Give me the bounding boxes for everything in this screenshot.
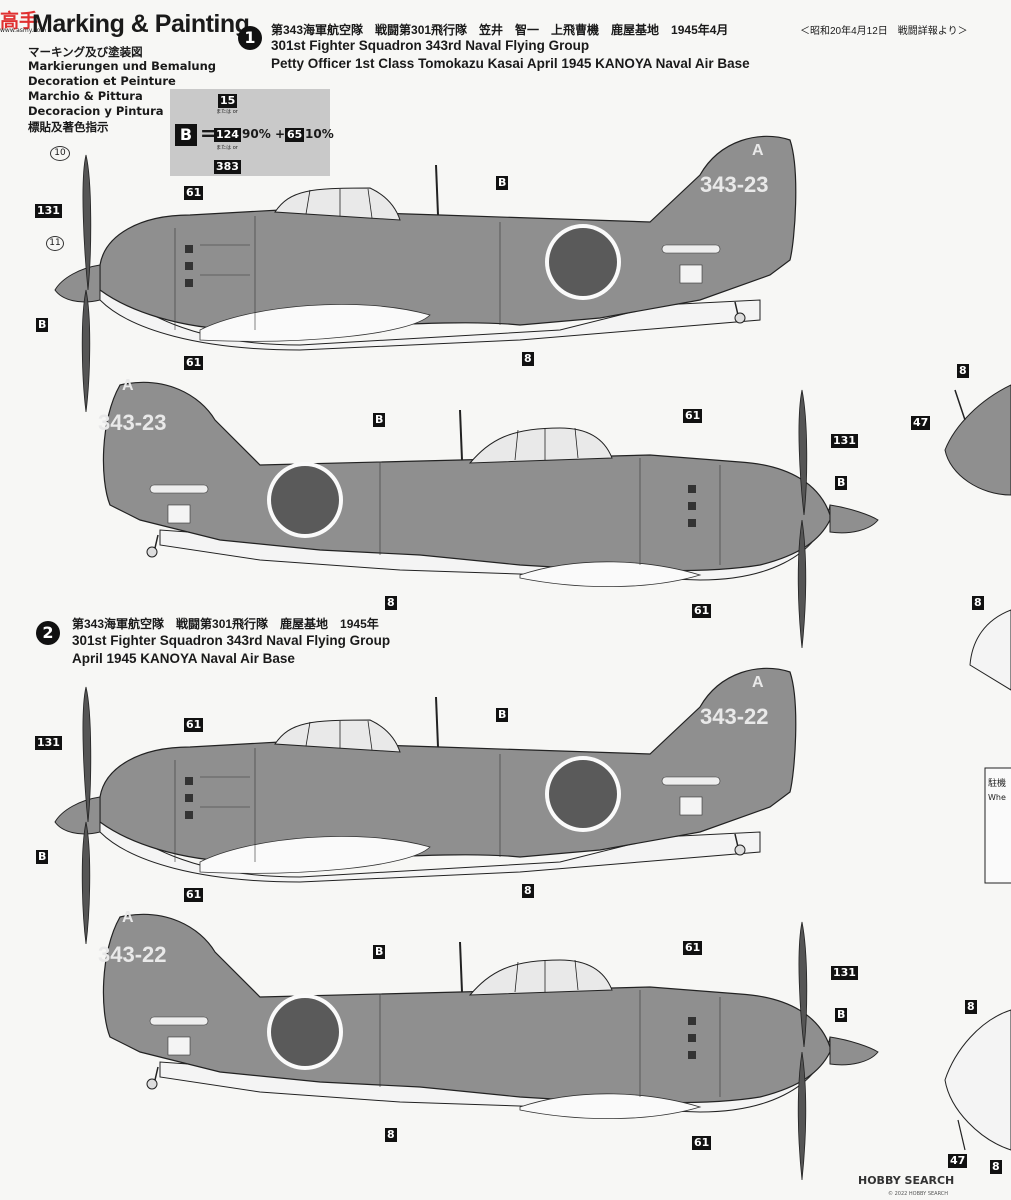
subtitle-fr: Decoration et Peinture xyxy=(28,74,176,88)
side-label-8d: 8 xyxy=(990,1160,1002,1174)
tail-letter-1a: A xyxy=(752,142,764,159)
callout-61-right-bottom-s2: 61 xyxy=(692,1136,712,1150)
or-label-top: または or xyxy=(216,109,238,115)
callout-8: 8 xyxy=(522,352,534,366)
callout-8-right-s2: 8 xyxy=(385,1128,397,1142)
tail-code-2b: 343-22 xyxy=(98,942,167,967)
section-2-badge: 2 xyxy=(36,621,60,645)
callout-b-right: B xyxy=(373,413,386,427)
side-box-text-2: Whe xyxy=(988,793,1006,802)
section-1-title-en1: 301st Fighter Squadron 343rd Naval Flyin… xyxy=(271,38,590,53)
callout-131-right-s2: 131 xyxy=(831,966,858,980)
side-label-8c: 8 xyxy=(965,1000,977,1014)
subtitle-de: Markierungen und Bemalung xyxy=(28,59,216,73)
equals-sign: = xyxy=(200,121,217,145)
side-view-box xyxy=(984,767,1011,884)
callout-11: 11 xyxy=(46,236,64,251)
watermark: HOBBY SEARCH xyxy=(858,1174,955,1187)
callout-b-right-s2: B xyxy=(373,945,386,959)
tail-code-1a: 343-23 xyxy=(700,172,769,197)
side-view-gear-1 xyxy=(969,609,1011,691)
tail-letter-1b: A xyxy=(122,377,134,394)
callout-131-right: 131 xyxy=(831,434,858,448)
color-124: 124 xyxy=(214,128,241,142)
callout-b-nose-right-s2: B xyxy=(835,1008,848,1022)
callout-61-top: 61 xyxy=(184,186,204,200)
callout-b-nose: B xyxy=(36,318,49,332)
pct-a: 90% xyxy=(242,127,271,141)
site-url: www.asmy.com xyxy=(0,27,47,34)
page-title: Marking & Painting xyxy=(32,10,250,38)
color-65: 65 xyxy=(285,128,305,142)
callout-b-nose-s2: B xyxy=(36,850,49,864)
side-box-text: 駐機 xyxy=(988,777,1006,789)
callout-10: 10 xyxy=(50,146,70,161)
or-label-bottom: または or xyxy=(216,145,238,151)
callout-b-nose-right: B xyxy=(835,476,848,490)
callout-131-s2: 131 xyxy=(35,736,62,750)
section-1-note: ＜昭和20年4月12日 戦闘詳報より＞ xyxy=(800,26,968,37)
plus-sign: + xyxy=(275,127,286,141)
side-label-8a: 8 xyxy=(957,364,969,378)
watermark-sub: © 2022 HOBBY SEARCH xyxy=(888,1191,949,1197)
callout-131: 131 xyxy=(35,204,62,218)
aircraft-1-right xyxy=(102,381,879,649)
tail-code-2a: 343-22 xyxy=(700,704,769,729)
callout-b-fuselage-s2: B xyxy=(496,708,509,722)
section-2-title-en1: 301st Fighter Squadron 343rd Naval Flyin… xyxy=(72,633,391,648)
aircraft-2-left xyxy=(54,667,797,945)
callout-b-fuselage: B xyxy=(496,176,509,190)
color-code-b: B xyxy=(175,124,197,146)
subtitle-jp: マーキング及び塗装図 xyxy=(28,45,143,59)
side-label-47a: 47 xyxy=(911,416,931,430)
subtitle-es: Decoracion y Pintura xyxy=(28,104,164,118)
site-logo: 高手 xyxy=(0,10,39,32)
section-2-title-jp: 第343海軍航空隊 戦闘第301飛行隊 鹿屋基地 1945年 xyxy=(72,617,379,631)
callout-61-top-s2: 61 xyxy=(184,718,204,732)
tail-letter-2a: A xyxy=(752,674,764,691)
callout-61-bottom-s2: 61 xyxy=(184,888,204,902)
side-view-gear-2 xyxy=(944,1009,1011,1151)
subtitle-it: Marchio & Pittura xyxy=(28,89,143,103)
side-label-47b: 47 xyxy=(948,1154,968,1168)
pct-b: 10% xyxy=(305,127,334,141)
callout-61-right-bottom: 61 xyxy=(692,604,712,618)
color-383: 383 xyxy=(214,160,241,174)
callout-61-right-s2: 61 xyxy=(683,941,703,955)
aircraft-2-right xyxy=(102,913,879,1181)
section-2-title-en2: April 1945 KANOYA Naval Air Base xyxy=(72,651,295,666)
section-1-title-en2: Petty Officer 1st Class Tomokazu Kasai A… xyxy=(271,56,750,71)
callout-61-right: 61 xyxy=(683,409,703,423)
callout-61-bottom: 61 xyxy=(184,356,204,370)
side-label-8b: 8 xyxy=(972,596,984,610)
side-view-wing-1 xyxy=(944,384,1011,496)
tail-letter-2b: A xyxy=(122,909,134,926)
aircraft-1-left xyxy=(54,135,797,413)
section-1-badge: 1 xyxy=(238,26,262,50)
section-1-title-jp: 第343海軍航空隊 戦闘第301飛行隊 笠井 智一 上飛曹機 鹿屋基地 1945… xyxy=(271,23,729,37)
color-15: 15 xyxy=(218,94,238,108)
callout-8-s2: 8 xyxy=(522,884,534,898)
callout-8-right: 8 xyxy=(385,596,397,610)
subtitle-cn: 標貼及著色指示 xyxy=(28,120,109,134)
tail-code-1b: 343-23 xyxy=(98,410,167,435)
